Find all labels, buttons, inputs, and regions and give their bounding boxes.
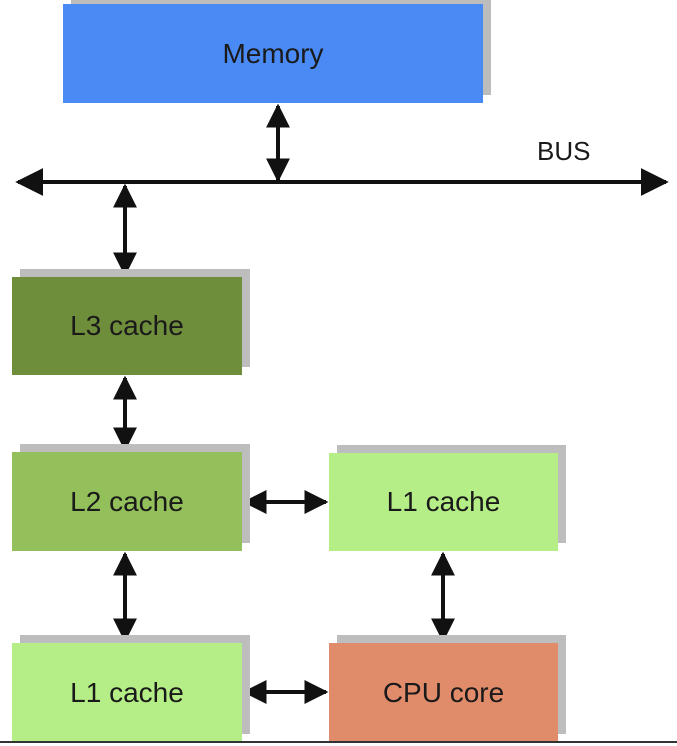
bottom-divider <box>0 741 677 743</box>
cpu-core-node: CPU core <box>329 643 558 742</box>
l3-cache-node: L3 cache <box>12 277 242 375</box>
l1-cache-label-right: L1 cache <box>386 486 501 517</box>
l2-cache-node: L2 cache <box>12 452 242 551</box>
cpu-core-label: CPU core <box>382 676 505 708</box>
memory-node: Memory <box>63 4 483 103</box>
bus-label: BUS <box>537 136 591 166</box>
l1-cache-label-left: L1 cache <box>70 676 184 708</box>
memory-label: Memory <box>222 37 324 69</box>
l3-cache-label: L3 cache <box>70 310 184 341</box>
l1-cache-node-left: L1 cache <box>12 643 242 742</box>
l2-cache-label: L2 cache <box>70 485 184 517</box>
l1-cache-node-right: L1 cache <box>329 453 558 551</box>
